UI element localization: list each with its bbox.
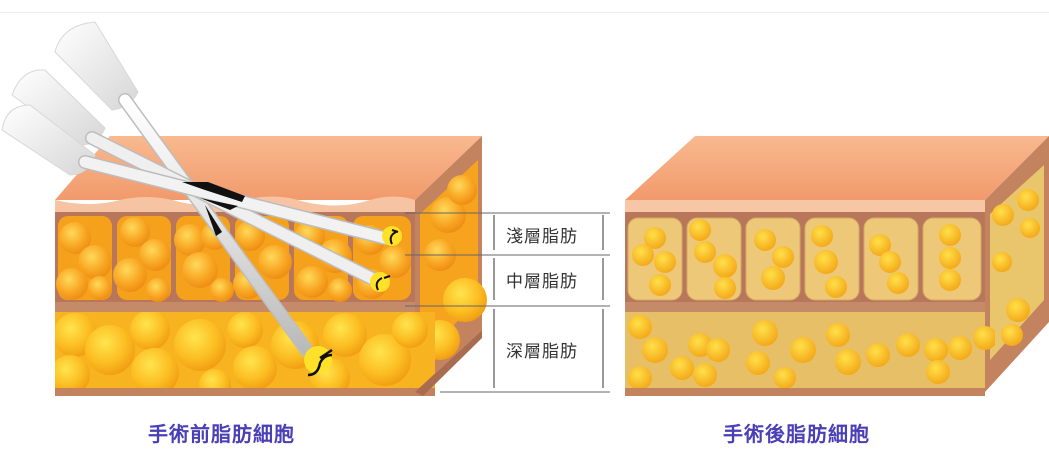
caption-before-surgery: 手術前脂肪細胞 (148, 422, 295, 446)
after-tissue-block (625, 136, 1049, 396)
label-shallow-fat: 淺層脂肪 (506, 227, 578, 247)
layer-brackets (405, 212, 610, 393)
label-middle-fat: 中層脂肪 (506, 272, 578, 292)
cannula-group (1, 21, 402, 377)
caption-after-surgery: 手術後脂肪細胞 (723, 422, 870, 446)
top-divider (0, 12, 1049, 13)
label-deep-fat: 深層脂肪 (506, 342, 578, 362)
